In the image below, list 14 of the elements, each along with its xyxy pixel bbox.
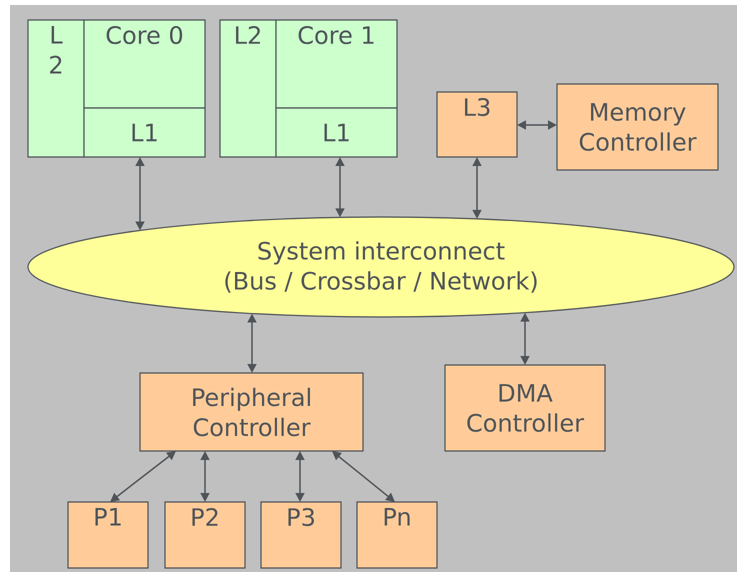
peripheral-box: P3 <box>260 501 342 569</box>
core-box: Core 1 <box>275 19 398 109</box>
cache-box: L1 <box>275 107 398 158</box>
peripheral-box: P1 <box>67 501 149 569</box>
peripheral-box: Pn <box>356 501 438 569</box>
peripheral-box: P2 <box>164 501 246 569</box>
core-box: Core 0 <box>83 19 206 109</box>
cache-box: L1 <box>83 107 206 158</box>
cache-box: L 2 <box>27 19 85 158</box>
controller-box: Peripheral Controller <box>139 372 364 452</box>
controller-box: DMA Controller <box>444 364 606 452</box>
cache-box: L2 <box>219 19 277 158</box>
controller-box: Memory Controller <box>556 83 719 171</box>
cache-box: L3 <box>436 91 518 158</box>
